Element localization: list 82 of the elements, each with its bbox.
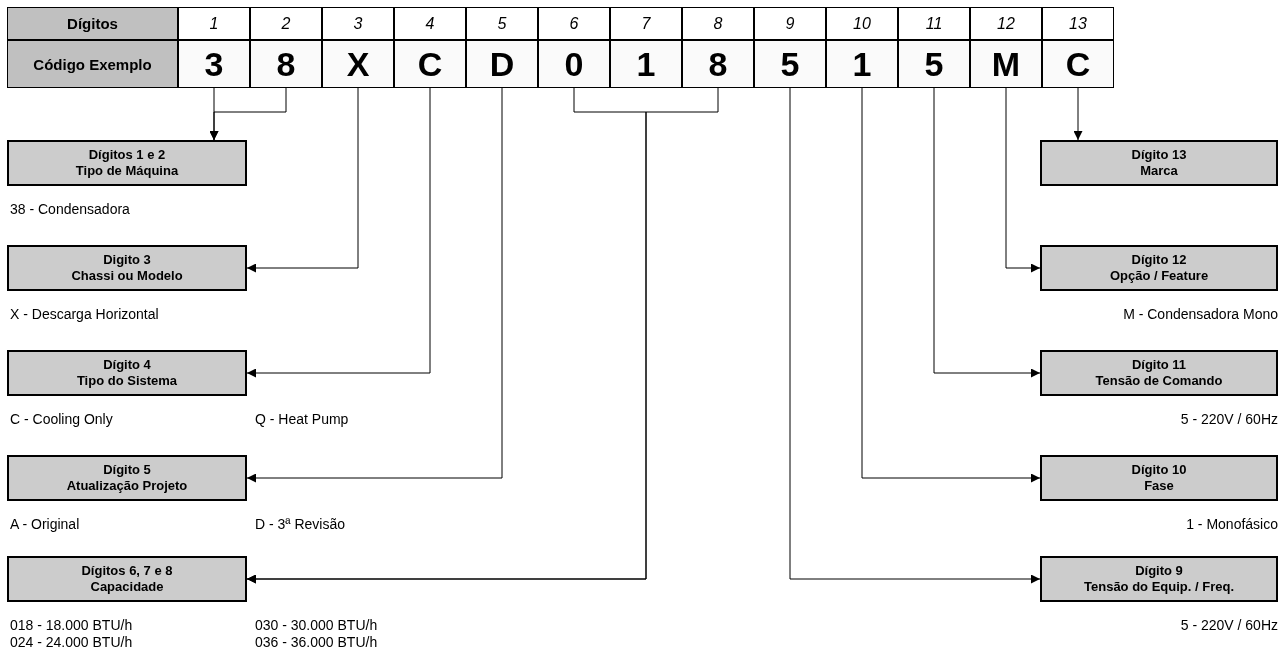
digit-number: 6 — [538, 7, 610, 40]
connector-arrow — [246, 87, 719, 584]
digit-number: 12 — [970, 7, 1042, 40]
connector-arrow — [933, 87, 1041, 378]
code-description: 38 - Condensadora — [10, 201, 130, 217]
box-heading: Dígito 13 — [1131, 147, 1187, 163]
code-character: 5 — [898, 40, 970, 88]
connector-arrow — [209, 87, 287, 141]
digit-box — [7, 455, 247, 501]
code-character: 0 — [538, 40, 610, 88]
box-title: Tensão do Equip. / Freq. — [1084, 579, 1234, 595]
box-heading: Dígito 10 — [1131, 462, 1187, 478]
code-description: 1 - Monofásico — [1186, 516, 1278, 532]
connector-arrow — [1073, 87, 1083, 141]
box-heading: Dígitos 1 e 2 — [88, 147, 166, 163]
code-description: 018 - 18.000 BTU/h — [10, 617, 133, 633]
code-character: 1 — [610, 40, 682, 88]
table-header: Dígitos — [7, 7, 178, 40]
code-character: 8 — [682, 40, 754, 88]
digit-number: 13 — [1042, 7, 1114, 40]
box-title: Fase — [1144, 478, 1174, 494]
box-title: Atualização Projeto — [66, 478, 188, 494]
connector-arrow — [1005, 87, 1041, 273]
code-description: 5 - 220V / 60Hz — [1180, 617, 1278, 633]
box-heading: Dígito 11 — [1131, 357, 1187, 373]
code-character: 3 — [178, 40, 250, 88]
digit-number: 4 — [394, 7, 466, 40]
box-title: Capacidade — [90, 579, 164, 595]
code-description: X - Descarga Horizontal — [10, 306, 159, 322]
digit-box — [1040, 350, 1278, 396]
digit-number: 9 — [754, 7, 826, 40]
box-heading: Digito 3 — [103, 252, 151, 268]
code-character: C — [394, 40, 466, 88]
digit-number: 7 — [610, 7, 682, 40]
code-description: 036 - 36.000 BTU/h — [255, 634, 378, 650]
box-title: Marca — [1140, 163, 1178, 179]
digit-box — [1040, 245, 1278, 291]
code-description: 030 - 30.000 BTU/h — [255, 617, 378, 633]
box-title: Tensão de Comando — [1095, 373, 1223, 389]
table-header: Código Exemplo — [7, 40, 178, 88]
code-character: C — [1042, 40, 1114, 88]
digit-box — [7, 556, 247, 602]
digit-box — [1040, 140, 1278, 186]
box-heading: Dígito 5 — [103, 462, 151, 478]
code-character: X — [322, 40, 394, 88]
code-character: D — [466, 40, 538, 88]
code-character: 1 — [826, 40, 898, 88]
digit-number: 10 — [826, 7, 898, 40]
box-heading: Dígito 12 — [1131, 252, 1187, 268]
code-description: M - Condensadora Mono — [1123, 306, 1278, 322]
code-description: D - 3ª Revisão — [255, 516, 345, 532]
code-character: 5 — [754, 40, 826, 88]
digit-number: 1 — [178, 7, 250, 40]
connector-arrow — [246, 87, 431, 378]
digit-box — [7, 350, 247, 396]
code-character: 8 — [250, 40, 322, 88]
code-description: C - Cooling Only — [10, 411, 113, 427]
digit-number: 5 — [466, 7, 538, 40]
code-description: Q - Heat Pump — [255, 411, 349, 427]
box-heading: Dígitos 6, 7 e 8 — [81, 563, 173, 579]
connector-arrow — [861, 87, 1041, 483]
connector-arrow — [789, 87, 1041, 584]
digit-number: 3 — [322, 7, 394, 40]
box-heading: Dígito 4 — [103, 357, 151, 373]
digit-box — [7, 140, 247, 186]
box-title: Tipo de Máquina — [75, 163, 179, 179]
box-title: Opção / Feature — [1109, 268, 1209, 284]
connector-arrow — [246, 87, 359, 273]
digit-box — [7, 245, 247, 291]
connector-arrow — [246, 87, 503, 483]
digit-number: 11 — [898, 7, 970, 40]
code-description: 5 - 220V / 60Hz — [1180, 411, 1278, 427]
box-title: Chassi ou Modelo — [71, 268, 183, 284]
digit-box — [1040, 556, 1278, 602]
code-character: M — [970, 40, 1042, 88]
box-heading: Dígito 9 — [1135, 563, 1183, 579]
digit-number: 8 — [682, 7, 754, 40]
box-title: Tipo do Sistema — [76, 373, 178, 389]
code-description: 024 - 24.000 BTU/h — [10, 634, 133, 650]
digit-number: 2 — [250, 7, 322, 40]
code-description: A - Original — [10, 516, 80, 532]
digit-box — [1040, 455, 1278, 501]
